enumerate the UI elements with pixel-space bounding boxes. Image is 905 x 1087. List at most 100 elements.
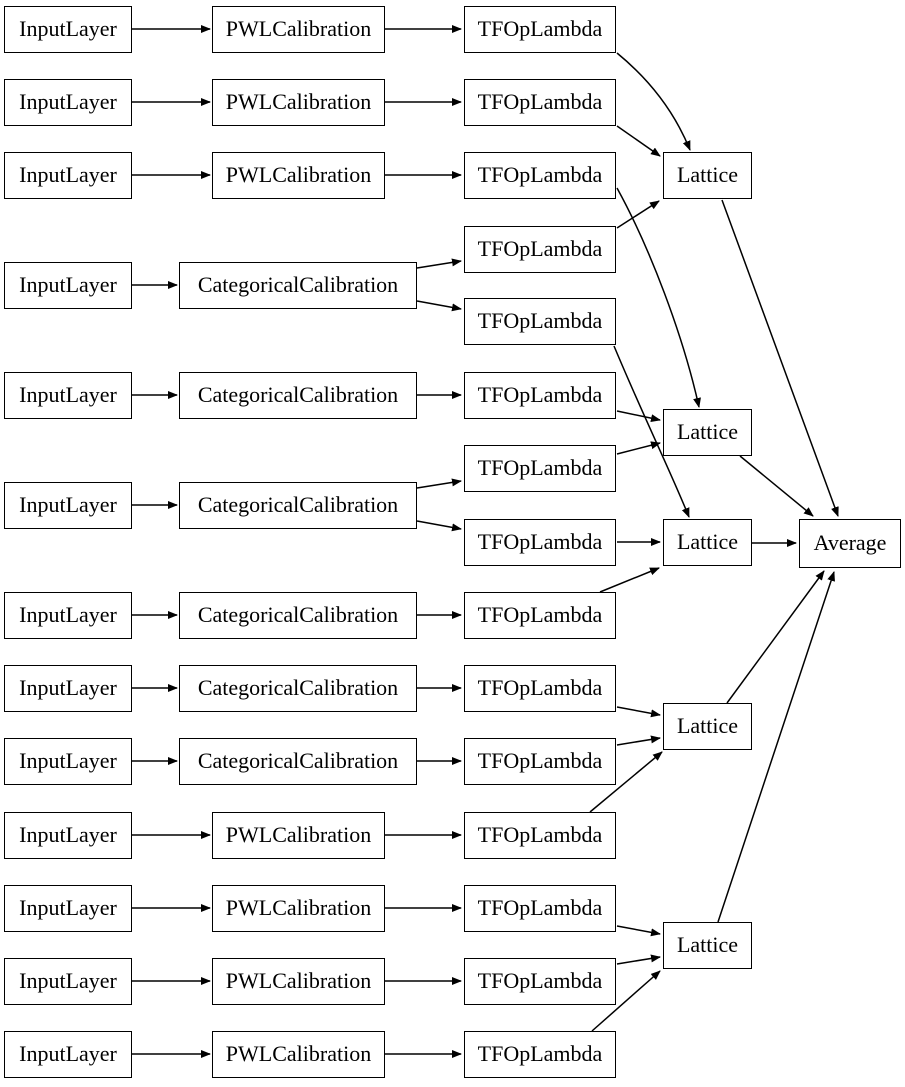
node-label: TFOpLambda [477,894,603,920]
node-label: CategoricalCalibration [197,674,399,700]
node-label: InputLayer [19,821,117,847]
node-tf1: TFOpLambda [464,6,616,53]
node-cal1: PWLCalibration [212,6,385,53]
node-label: PWLCalibration [225,15,372,41]
node-in12: InputLayer [4,958,132,1005]
node-cal3: PWLCalibration [212,152,385,199]
node-label: Lattice [676,931,739,957]
node-label: CategoricalCalibration [197,271,399,297]
node-label: TFOpLambda [477,88,603,114]
node-label: InputLayer [19,1040,117,1066]
node-label: TFOpLambda [477,381,603,407]
node-tf3: TFOpLambda [464,152,616,199]
node-label: PWLCalibration [225,1040,372,1066]
node-cal8: CategoricalCalibration [179,665,417,712]
node-in8: InputLayer [4,665,132,712]
node-in13: InputLayer [4,1031,132,1078]
node-label: InputLayer [19,894,117,920]
node-label: TFOpLambda [477,747,603,773]
node-tf6: TFOpLambda [464,372,616,419]
node-lat1: Lattice [663,152,752,199]
node-label: TFOpLambda [477,601,603,627]
edge-cal6-tf8 [416,520,462,532]
node-tf9: TFOpLambda [464,592,616,639]
node-cal6: CategoricalCalibration [179,482,417,529]
node-tf2: TFOpLambda [464,79,616,126]
node-label: TFOpLambda [477,1040,603,1066]
node-label: InputLayer [19,88,117,114]
node-in4: InputLayer [4,262,132,309]
node-in3: InputLayer [4,152,132,199]
node-label: InputLayer [19,161,117,187]
edge-tf14-lat5 [616,954,661,965]
edge-cal4-tf4 [416,258,462,269]
node-label: TFOpLambda [477,15,603,41]
node-tf10: TFOpLambda [464,665,616,712]
edge-tf10-lat4 [616,706,661,718]
node-lat2: Lattice [663,409,752,456]
node-tf8: TFOpLambda [464,519,616,566]
node-lat5: Lattice [663,922,752,969]
node-in9: InputLayer [4,738,132,785]
node-label: TFOpLambda [477,307,603,333]
node-label: TFOpLambda [477,967,603,993]
node-tf4: TFOpLambda [464,226,616,273]
edge-lat4-avg [726,570,825,704]
node-tf14: TFOpLambda [464,958,616,1005]
node-label: Lattice [676,528,739,554]
node-label: PWLCalibration [225,88,372,114]
edge-lat2-avg [739,455,814,517]
node-label: TFOpLambda [477,235,603,261]
node-tf15: TFOpLambda [464,1031,616,1078]
node-label: InputLayer [19,747,117,773]
node-avg: Average [799,519,901,568]
edge-tf7-lat2 [616,441,661,455]
node-label: InputLayer [19,674,117,700]
node-label: PWLCalibration [225,161,372,187]
edge-tf13-lat5 [616,925,661,937]
node-in11: InputLayer [4,885,132,932]
node-in6: InputLayer [4,482,132,529]
node-label: Average [813,529,887,555]
node-cal7: CategoricalCalibration [179,592,417,639]
node-label: TFOpLambda [477,161,603,187]
node-cal12: PWLCalibration [212,958,385,1005]
edge-lat5-avg [717,571,835,923]
node-label: InputLayer [19,15,117,41]
node-label: PWLCalibration [225,821,372,847]
edge-tf9-lat3 [599,567,660,593]
edge-tf6-lat2 [616,410,661,423]
node-in7: InputLayer [4,592,132,639]
node-label: PWLCalibration [225,894,372,920]
node-lat3: Lattice [663,519,752,566]
node-label: TFOpLambda [477,821,603,847]
edge-cal6-tf7 [416,478,462,489]
node-label: TFOpLambda [477,454,603,480]
edge-tf11-lat4 [616,735,661,746]
node-tf13: TFOpLambda [464,885,616,932]
node-label: CategoricalCalibration [197,381,399,407]
node-label: TFOpLambda [477,674,603,700]
node-label: InputLayer [19,271,117,297]
node-label: Lattice [676,161,739,187]
node-cal9: CategoricalCalibration [179,738,417,785]
node-cal11: PWLCalibration [212,885,385,932]
edge-tf15-lat5 [591,970,661,1032]
node-in1: InputLayer [4,6,132,53]
node-label: InputLayer [19,491,117,517]
node-in5: InputLayer [4,372,132,419]
node-label: InputLayer [19,601,117,627]
node-cal13: PWLCalibration [212,1031,385,1078]
node-cal10: PWLCalibration [212,812,385,859]
node-cal2: PWLCalibration [212,79,385,126]
edge-tf12-lat4 [589,751,663,813]
edge-tf3-lat2 [616,187,701,408]
node-cal5: CategoricalCalibration [179,372,417,419]
edge-tf5-lat3 [613,345,690,518]
edge-lat1-avg [721,199,839,517]
node-label: CategoricalCalibration [197,747,399,773]
node-label: Lattice [676,712,739,738]
edge-tf2-lat1 [616,125,661,157]
